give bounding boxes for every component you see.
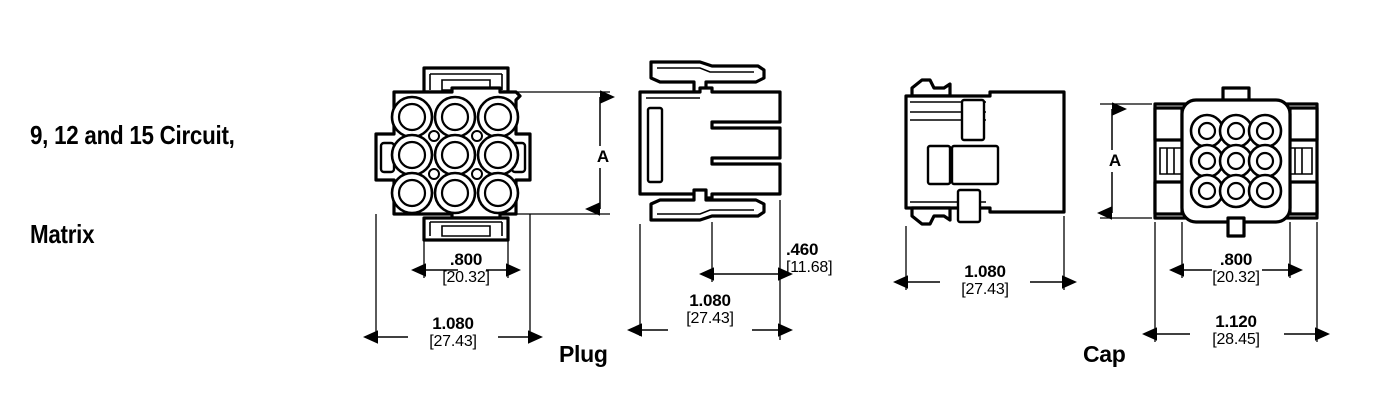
dimension-cap-overall-width: 1.120 [28.45] [1176,312,1296,349]
dimension-plug-side-depth: .460 [11.68] [786,240,874,277]
dimension-plug-side-width-value: 1.080 [689,291,731,310]
view-label-plug: Plug [559,341,608,367]
dimension-plug-overall-width-mm: [27.43] [429,333,477,351]
cap-pin-row-2 [1189,143,1283,179]
dimension-plug-side-depth-mm: [11.68] [786,259,833,277]
dimension-cap-side-width-mm: [27.43] [961,281,1009,299]
dimension-plug-inner-width-value: .800 [449,250,483,269]
dimension-label-plug-height-A: A [592,146,614,168]
plug-cavity-row-1 [390,95,520,139]
dimension-plug-inner-width: .800 [20.32] [406,250,526,287]
page-title-line-1: 9, 12 and 15 Circuit, [30,119,235,150]
plug-side-view [638,60,782,222]
view-label-cap: Cap [1083,341,1126,367]
page-title-line-2: Matrix [30,219,95,250]
page-title: 9, 12 and 15 Circuit, Matrix [30,52,314,318]
dimension-cap-inner-width-mm: [20.32] [1212,269,1260,287]
dimension-plug-overall-width-value: 1.080 [432,314,474,333]
dimension-plug-side-width-mm: [27.43] [686,310,734,328]
cap-pin-row-3 [1189,173,1283,209]
plug-front-view [374,66,532,242]
dimension-cap-side-width: 1.080 [27.43] [925,262,1045,299]
dimension-plug-inner-width-mm: [20.32] [442,269,490,287]
dimension-plug-side-depth-value: .460 [786,240,819,259]
dimension-plug-overall-width: 1.080 [27.43] [393,314,513,351]
cap-front-view [1153,86,1319,238]
dimension-cap-overall-width-mm: [28.45] [1212,331,1260,349]
plug-cavity-row-3 [390,171,520,215]
dimension-cap-side-width-value: 1.080 [964,262,1006,281]
plug-cavity-row-2 [390,133,520,177]
dimension-label-cap-height-A: A [1104,150,1126,172]
dimension-cap-inner-width-value: .800 [1219,250,1253,269]
dimension-cap-inner-width: .800 [20.32] [1176,250,1296,287]
cap-pin-row-1 [1189,113,1283,149]
dimension-plug-side-width: 1.080 [27.43] [650,291,770,328]
dimension-cap-overall-width-value: 1.120 [1215,312,1257,331]
cap-side-view [904,78,1066,226]
